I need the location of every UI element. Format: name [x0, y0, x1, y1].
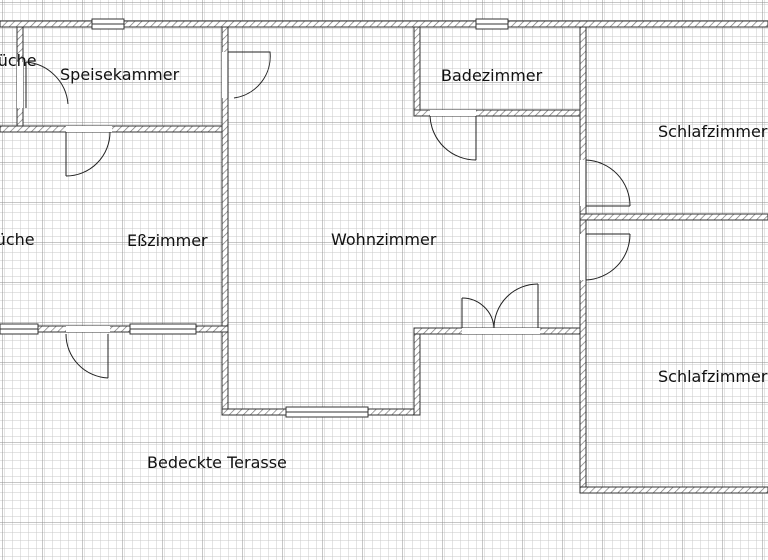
wall-badezimmer-left — [413, 26, 421, 117]
label-terasse: Bedeckte Terasse — [147, 453, 287, 472]
wall-step-vertical — [413, 327, 421, 416]
wall-top — [0, 20, 768, 28]
label-speisekammer: Speisekammer — [60, 65, 180, 84]
wall-esszimmer-bottom — [0, 325, 229, 333]
wall-between-bedrooms — [579, 213, 768, 221]
label-kueche-top: Küche — [0, 51, 37, 70]
doors — [25, 51, 631, 379]
door-speisekammer — [25, 61, 69, 108]
label-wohnzimmer: Wohnzimmer — [331, 230, 437, 249]
label-kueche: Küche — [0, 230, 35, 249]
door-double-terasse — [461, 283, 539, 329]
label-schlafzimmer-2: Schlafzimmer — [658, 367, 768, 386]
door-esszimmer-bottom — [65, 333, 109, 379]
door-openings — [17, 52, 586, 334]
windows — [0, 18, 509, 418]
wall-speisekammer-bottom — [0, 125, 229, 133]
door-badezimmer — [429, 115, 477, 161]
label-schlafzimmer-1: Schlafzimmer — [658, 122, 768, 141]
door-wohnzimmer-top — [227, 51, 271, 99]
room-labels: Küche Speisekammer Küche Eßzimmer Wohnzi… — [0, 51, 768, 472]
door-schlafzimmer-2 — [585, 233, 631, 281]
wall-bedroom-bottom — [579, 486, 768, 494]
label-badezimmer: Badezimmer — [441, 66, 543, 85]
label-esszimmer: Eßzimmer — [127, 231, 208, 250]
door-esszimmer-top — [65, 131, 111, 177]
door-schlafzimmer-1 — [585, 159, 631, 207]
